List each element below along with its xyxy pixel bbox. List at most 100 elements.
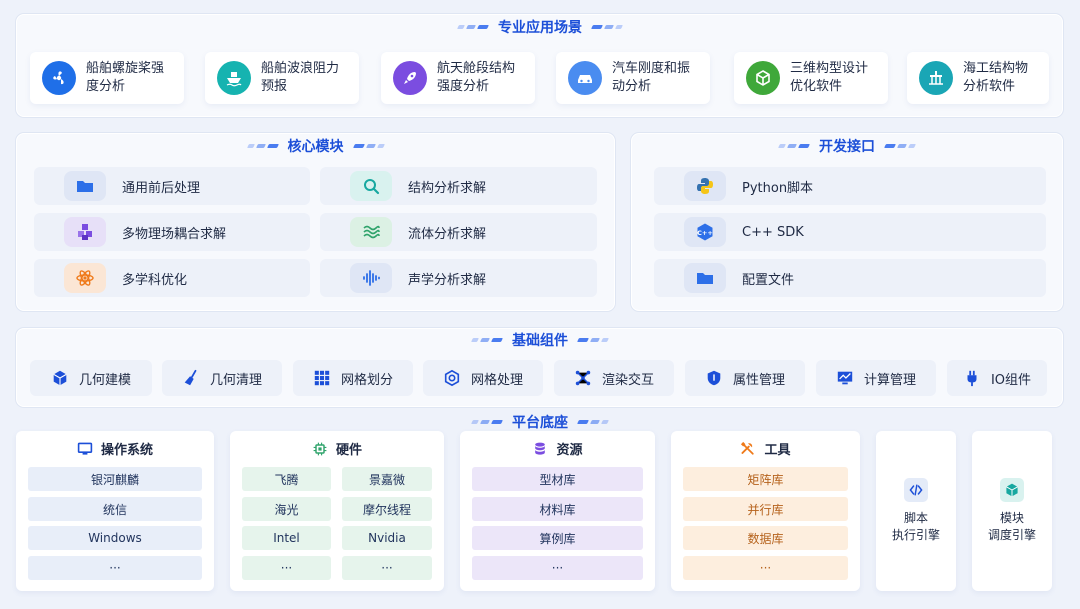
hardware-item[interactable]: Nvidia: [342, 526, 432, 550]
component-compute-management[interactable]: 计算管理: [816, 360, 936, 396]
hardware-item[interactable]: Intel: [242, 526, 331, 550]
hardware-item[interactable]: 摩尔线程: [342, 497, 432, 521]
tools-header: 工具: [671, 439, 860, 458]
scenario-label: 三维构型设计 优化软件: [790, 61, 869, 94]
component-label: 计算管理: [863, 372, 916, 388]
shield-icon: [707, 370, 721, 386]
scenario-card-offshore[interactable]: 海工结构物 分析软件: [907, 52, 1049, 104]
module-label: 多物理场耦合求解: [122, 226, 227, 242]
platform-hardware: 硬件 飞腾 景嘉微 海光 摩尔线程 Intel Nvidia ··· ···: [230, 431, 444, 591]
component-label: 网格处理: [470, 372, 523, 388]
module-label: 结构分析求解: [408, 180, 487, 196]
component-mesh-generation[interactable]: 网格划分: [293, 360, 413, 396]
component-label: IO组件: [990, 372, 1032, 388]
propeller-icon: [42, 61, 76, 95]
os-item[interactable]: 银河麒麟: [28, 467, 202, 491]
component-label: 属性管理: [732, 372, 785, 388]
resource-item[interactable]: ···: [472, 556, 643, 580]
hardware-item[interactable]: ···: [342, 556, 432, 580]
module-structural-solve[interactable]: 结构分析求解: [320, 167, 597, 205]
hardware-item[interactable]: 海光: [242, 497, 331, 521]
module-engine[interactable]: 模块 调度引擎: [972, 431, 1052, 591]
scenarios-title: 专业应用场景: [0, 17, 1080, 37]
tool-item[interactable]: ···: [683, 556, 848, 580]
atom-icon: [64, 263, 106, 293]
module-mdo[interactable]: 多学科优化: [34, 259, 310, 297]
plug-icon: [967, 370, 977, 387]
python-icon: [684, 171, 726, 201]
waves-icon: [350, 217, 392, 247]
component-io[interactable]: IO组件: [947, 360, 1047, 396]
component-label: 几何建模: [78, 372, 131, 388]
basic-components-title: 基础组件: [0, 330, 1080, 350]
resource-item[interactable]: 型材库: [472, 467, 643, 491]
module-fluid-solve[interactable]: 流体分析求解: [320, 213, 597, 251]
module-general-processing[interactable]: 通用前后处理: [34, 167, 310, 205]
tool-item[interactable]: 并行库: [683, 497, 848, 521]
hardware-item[interactable]: 景嘉微: [342, 467, 432, 491]
script-engine[interactable]: 脚本 执行引擎: [876, 431, 956, 591]
api-cpp-sdk[interactable]: C++ C++ SDK: [654, 213, 1046, 251]
os-item[interactable]: 统信: [28, 497, 202, 521]
resource-item[interactable]: 算例库: [472, 526, 643, 550]
magnifier-icon: [350, 171, 392, 201]
scenario-label: 船舶波浪阻力 预报: [261, 61, 340, 94]
monitor-icon: [77, 442, 93, 455]
platform-title: 平台底座: [0, 412, 1080, 432]
resource-item[interactable]: 材料库: [472, 497, 643, 521]
component-label: 网格划分: [340, 372, 393, 388]
ship-icon: [217, 61, 251, 95]
module-label: 流体分析求解: [408, 226, 487, 242]
geometry-cube-icon: [53, 370, 67, 386]
api-title: 开发接口: [631, 136, 1063, 156]
scenario-card-ship[interactable]: 船舶波浪阻力 预报: [205, 52, 359, 104]
cube-icon: [746, 61, 780, 95]
scenarios-panel: [16, 14, 1063, 117]
cpp-icon: C++: [684, 217, 726, 247]
hardware-item[interactable]: 飞腾: [242, 467, 331, 491]
grid-icon: [314, 370, 330, 386]
module-engine-label: 模块 调度引擎: [987, 511, 1036, 542]
scenario-card-propeller[interactable]: 船舶螺旋桨强 度分析: [30, 52, 184, 104]
database-icon: [535, 442, 546, 455]
core-modules-title: 核心模块: [16, 136, 615, 156]
module-label: 多学科优化: [122, 272, 188, 288]
scenario-label: 船舶螺旋桨强 度分析: [86, 61, 165, 94]
scenario-label: 海工结构物 分析软件: [963, 61, 1029, 94]
tools-icon: [741, 441, 755, 455]
folder-icon: [64, 171, 106, 201]
script-engine-label: 脚本 执行引擎: [891, 511, 940, 542]
module-acoustic-solve[interactable]: 声学分析求解: [320, 259, 597, 297]
component-render-interaction[interactable]: 渲染交互: [554, 360, 674, 396]
monitor-chart-icon: [837, 371, 853, 385]
mesh-hex-icon: [444, 369, 460, 387]
module-cube-icon: [1000, 478, 1024, 502]
folder-icon: [684, 263, 726, 293]
module-label: 通用前后处理: [122, 180, 201, 196]
tool-item[interactable]: 数据库: [683, 526, 848, 550]
hardware-header: 硬件: [230, 439, 444, 458]
component-property-management[interactable]: 属性管理: [685, 360, 805, 396]
sound-wave-icon: [350, 263, 392, 293]
api-config-file[interactable]: 配置文件: [654, 259, 1046, 297]
module-label: 声学分析求解: [408, 272, 487, 288]
platform-tools: 工具 矩阵库 并行库 数据库 ···: [671, 431, 860, 591]
scenario-card-3d-design[interactable]: 三维构型设计 优化软件: [734, 52, 888, 104]
component-geometry-modeling[interactable]: 几何建模: [30, 360, 152, 396]
hardware-item[interactable]: ···: [242, 556, 331, 580]
tool-item[interactable]: 矩阵库: [683, 467, 848, 491]
os-item[interactable]: ···: [28, 556, 202, 580]
api-label: C++ SDK: [742, 224, 804, 240]
network-icon: [575, 370, 591, 386]
offshore-platform-icon: [919, 61, 953, 95]
scenario-card-car[interactable]: 汽车刚度和振 动分析: [556, 52, 710, 104]
scenario-card-aerospace[interactable]: 航天舱段结构 强度分析: [381, 52, 535, 104]
component-mesh-processing[interactable]: 网格处理: [423, 360, 543, 396]
cubes-icon: [64, 217, 106, 247]
component-label: 渲染交互: [601, 372, 654, 388]
component-geometry-cleanup[interactable]: 几何清理: [162, 360, 282, 396]
api-python[interactable]: Python脚本: [654, 167, 1046, 205]
os-item[interactable]: Windows: [28, 526, 202, 550]
module-multiphysics[interactable]: 多物理场耦合求解: [34, 213, 310, 251]
platform-os: 操作系统 银河麒麟 统信 Windows ···: [16, 431, 214, 591]
